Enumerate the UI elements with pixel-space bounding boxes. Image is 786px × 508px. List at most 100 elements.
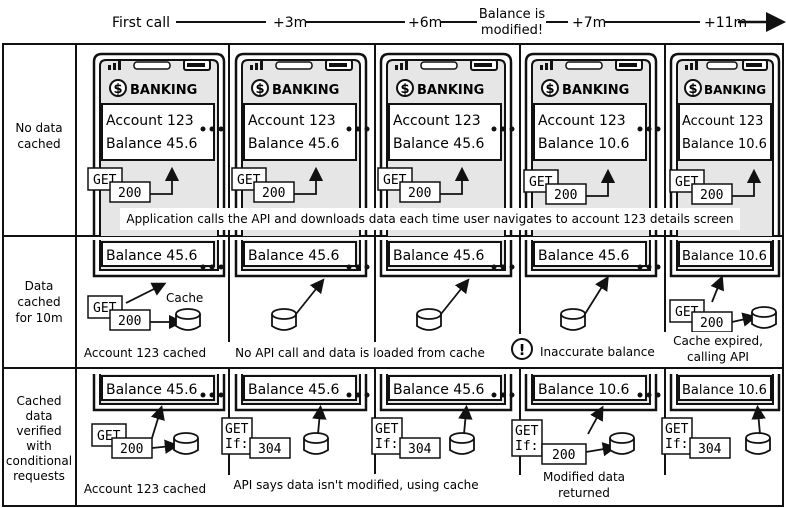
cache-database-icon [449, 432, 475, 455]
api-request: GET 200 [87, 166, 180, 203]
balance-label: Balance 45.6 [393, 136, 485, 152]
account-label: Account 123 [106, 113, 194, 129]
cache-database-icon [560, 308, 586, 331]
svg-text:200: 200 [408, 186, 431, 201]
row1-requests: GET 200 GET 200 GET 200 GET 200 [87, 166, 762, 205]
balance-label: Balance 45.6 [538, 248, 630, 264]
cache-database-icon [173, 432, 199, 455]
svg-text:GET: GET [665, 422, 689, 437]
row-label-data-cached: Data cached for 10m [15, 279, 62, 325]
phone-brand: BANKING [417, 83, 484, 98]
row2-caption-expired-1: Cache expired, [673, 334, 763, 348]
speaker-icon [133, 61, 171, 70]
api-request: GET 200 [669, 299, 733, 333]
speaker-icon [706, 61, 738, 70]
svg-text:with: with [26, 439, 51, 453]
cache-database-icon [271, 308, 297, 331]
phone-bottom: Balance 45.6 [379, 240, 513, 278]
balance-label: Balance 45.6 [106, 136, 198, 152]
timeline-3m: +3m [273, 15, 307, 31]
row3-flow: GET 200 GET If: 304 GET If: 304 [91, 404, 771, 465]
svg-text:for 10m: for 10m [15, 311, 62, 325]
svg-text:If:: If: [515, 439, 538, 454]
row-label-no-data-cached: No data cached [15, 121, 62, 151]
row3-caption-modified-1: Modified data [543, 470, 625, 484]
svg-text:200: 200 [700, 188, 723, 203]
cache-database-icon [416, 308, 442, 331]
phone-bottom: Balance 45.6 [234, 374, 368, 412]
balance-label: Balance 45.6 [248, 136, 340, 152]
svg-text:$: $ [255, 82, 264, 97]
svg-text:304: 304 [698, 442, 722, 457]
row3-caption-not-modified: API says data isn't modified, using cach… [233, 478, 478, 492]
row2-caption-loaded: No API call and data is loaded from cach… [235, 346, 485, 360]
row3-caption-modified-2: returned [558, 486, 610, 500]
api-request: GET 200 [377, 166, 470, 203]
svg-text:$: $ [400, 82, 409, 97]
signal-icon [108, 61, 121, 70]
row2-caption-cached: Account 123 cached [84, 346, 206, 360]
api-request: GET 200 [87, 295, 151, 331]
phone-bottom: Balance 45.6 [379, 374, 513, 412]
cache-database-icon [609, 432, 635, 455]
phone-bottom: Balance 45.6 [92, 374, 226, 412]
account-label: Account 123 [682, 114, 763, 129]
svg-text:If:: If: [225, 437, 248, 452]
conditional-request: GET If: 200 [511, 419, 587, 465]
row2-flow: GET 200 Cache GET 200 [87, 275, 777, 333]
svg-text:$: $ [113, 82, 122, 97]
exclamation-circle-icon: ! [511, 338, 533, 360]
svg-text:Cached: Cached [17, 394, 62, 408]
api-request: GET 200 [523, 168, 616, 205]
balance-label: Balance 10.6 [538, 136, 630, 152]
phone-4: $ BANKING Account 123 Balance 10.6 [524, 52, 658, 236]
svg-text:GET: GET [515, 424, 539, 439]
svg-text:$: $ [545, 82, 554, 97]
svg-text:requests: requests [13, 469, 65, 483]
cache-database-icon [303, 432, 329, 455]
signal-icon [685, 61, 698, 70]
balance-label: Balance 45.6 [248, 248, 340, 264]
ellipsis-dots [200, 126, 661, 398]
account-label: Account 123 [393, 113, 481, 129]
svg-text:200: 200 [700, 316, 723, 331]
svg-text:No data: No data [15, 121, 62, 135]
timeline-first-call: First call [112, 15, 170, 31]
svg-text:If:: If: [665, 437, 688, 452]
dollar-coin-icon: $ [251, 79, 269, 97]
svg-text:Data: Data [25, 279, 54, 293]
cache-database-icon [175, 308, 201, 331]
speaker-icon [275, 61, 313, 70]
row2-screens: Balance 45.6 Balance 45.6 Balance 45.6 B… [92, 240, 781, 278]
row1-caption: Application calls the API and downloads … [126, 212, 733, 226]
timeline-balance-modified-2: modified! [481, 23, 543, 38]
row2-caption-expired-2: calling API [687, 350, 749, 364]
phone-screen [101, 103, 215, 161]
svg-text:If:: If: [375, 437, 398, 452]
phone-brand: BANKING [562, 83, 629, 98]
phone-screen [533, 103, 647, 161]
conditional-request: GET If: 304 [661, 417, 731, 459]
svg-text:GET: GET [225, 422, 249, 437]
api-request: GET 200 [231, 166, 324, 203]
timeline-11m: +11m [704, 15, 747, 31]
phone-brand: BANKING [130, 83, 197, 98]
phone-3: $ BANKING Account 123 Balance 45.6 [379, 52, 513, 236]
balance-label: Balance 45.6 [393, 248, 485, 264]
dollar-coin-icon: $ [109, 79, 127, 97]
signal-icon [395, 61, 408, 70]
phone-bottom: Balance 10.6 [669, 374, 781, 412]
conditional-request: GET If: 304 [221, 417, 291, 459]
svg-text:200: 200 [554, 188, 577, 203]
phone-brand: BANKING [272, 83, 339, 98]
phone-screen [678, 103, 772, 161]
phone-bottom: Balance 10.6 [669, 240, 781, 278]
phone-brand: BANKING [704, 83, 766, 97]
balance-label: Balance 10.6 [682, 249, 767, 264]
api-request: GET 200 [91, 423, 153, 459]
cache-label: Cache [166, 291, 203, 305]
svg-text:cached: cached [17, 295, 60, 309]
balance-label: Balance 45.6 [106, 382, 198, 398]
balance-label: Balance 45.6 [393, 382, 485, 398]
svg-text:$: $ [688, 82, 697, 97]
